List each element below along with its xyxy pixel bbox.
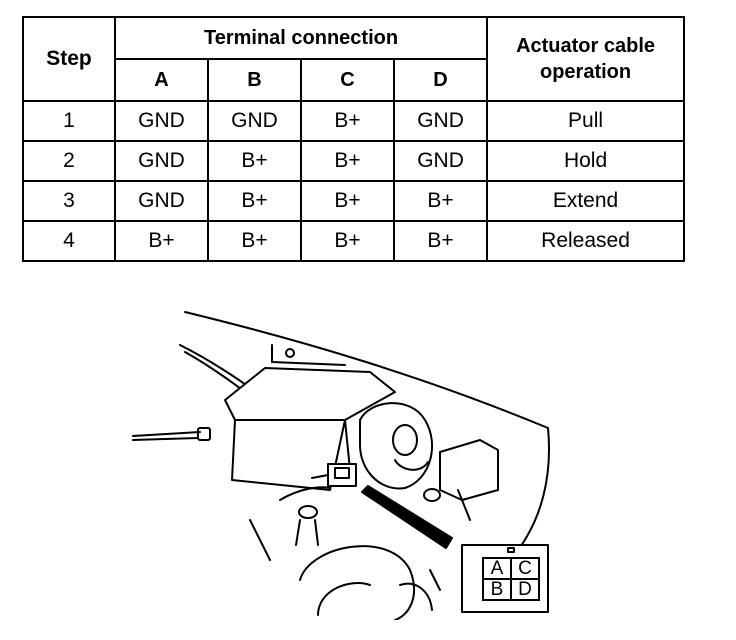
pin-a-label: A: [482, 557, 512, 580]
terminal-d-cell: GND: [392, 100, 489, 142]
terminal-d-cell: GND: [392, 140, 489, 182]
terminal-b-cell: GND: [207, 100, 302, 142]
terminal-a-cell: GND: [114, 180, 209, 222]
terminal-a-cell: GND: [114, 140, 209, 182]
pin-b-label: B: [482, 578, 512, 601]
operation-cell: Pull: [486, 100, 686, 142]
terminal-d-header: D: [392, 58, 489, 102]
operation-cell: Released: [486, 220, 686, 262]
terminal-d-cell: B+: [392, 220, 489, 262]
operation-cell: Hold: [486, 140, 686, 182]
terminal-b-cell: B+: [207, 140, 302, 182]
table-row: 1 GND GND B+ GND Pull: [22, 100, 686, 142]
terminal-a-cell: B+: [114, 220, 209, 262]
terminal-connection-header: Terminal connection: [113, 16, 489, 60]
actuator-header-line2: operation: [539, 61, 632, 83]
table-row: 3 GND B+ B+ B+ Extend: [22, 180, 686, 222]
terminal-b-header: B: [207, 58, 302, 102]
terminal-a-cell: GND: [114, 100, 209, 142]
step-cell: 2: [22, 140, 116, 182]
terminal-c-header: C: [300, 58, 395, 102]
table-row: 4 B+ B+ B+ B+ Released: [22, 220, 686, 262]
terminal-c-cell: B+: [300, 140, 395, 182]
actuator-operation-header: Actuator cable operation: [486, 16, 686, 102]
pin-d-label: D: [510, 578, 540, 601]
connector-pin-layout: A C B D: [478, 553, 540, 602]
table-row: 2 GND B+ B+ GND Hold: [22, 140, 686, 182]
terminal-d-cell: B+: [392, 180, 489, 222]
pin-c-label: C: [510, 557, 540, 580]
terminal-c-cell: B+: [300, 180, 395, 222]
terminal-c-cell: B+: [300, 100, 395, 142]
terminal-c-cell: B+: [300, 220, 395, 262]
terminal-b-cell: B+: [207, 180, 302, 222]
step-cell: 1: [22, 100, 116, 142]
terminal-connection-table: Step Terminal connection Actuator cable …: [22, 16, 686, 262]
step-cell: 4: [22, 220, 116, 262]
terminal-b-cell: B+: [207, 220, 302, 262]
operation-cell: Extend: [486, 180, 686, 222]
step-cell: 3: [22, 180, 116, 222]
terminal-a-header: A: [114, 58, 209, 102]
step-header: Step: [22, 16, 116, 102]
actuator-header-line1: Actuator cable: [516, 35, 656, 57]
